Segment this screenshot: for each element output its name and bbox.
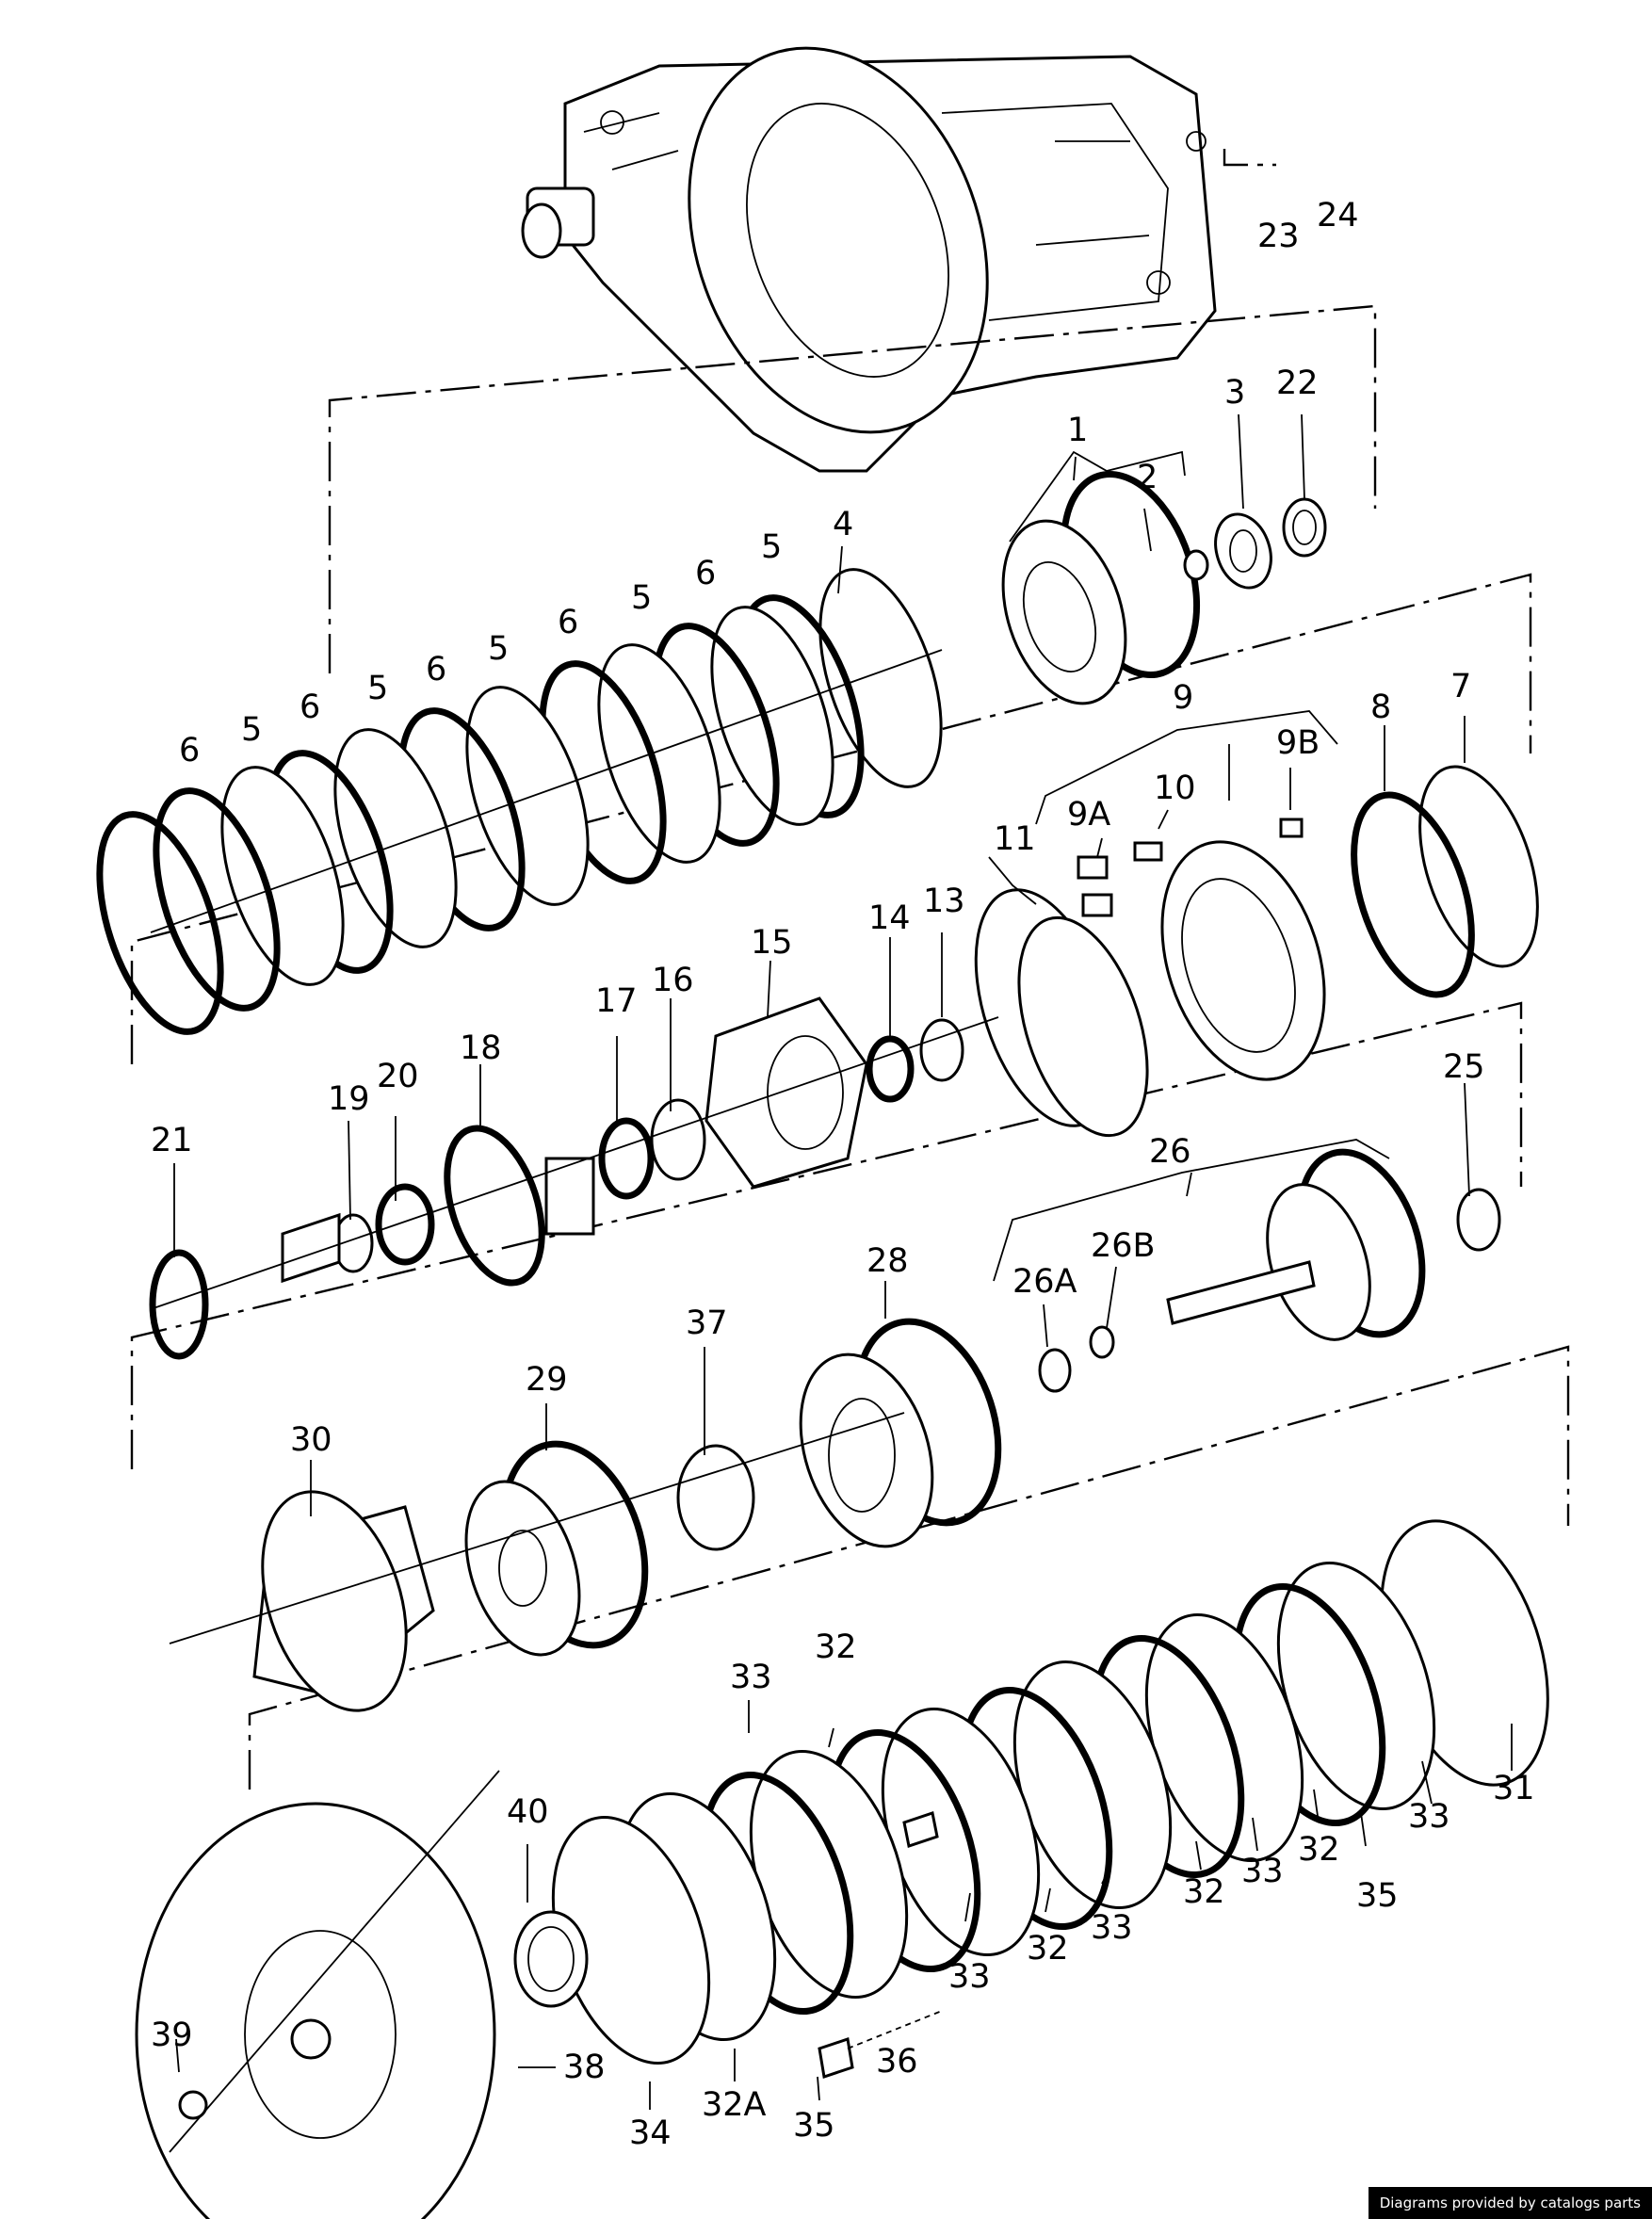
- label-16: 16: [652, 962, 694, 999]
- label-5a: 5: [761, 528, 782, 566]
- label-33c: 33: [1091, 1909, 1133, 1947]
- label-9: 9: [1173, 679, 1193, 717]
- label-6d: 6: [300, 688, 320, 726]
- label-23: 23: [1257, 218, 1300, 255]
- label-5e: 5: [241, 711, 262, 749]
- label-28: 28: [866, 1242, 909, 1280]
- label-32d: 32: [815, 1628, 857, 1666]
- leader-lines: [173, 413, 1513, 2110]
- brake-band-and-freewheel: [149, 765, 1539, 1360]
- label-8: 8: [1370, 688, 1391, 726]
- clutch-drum-1: [1001, 470, 1327, 705]
- label-40: 40: [507, 1793, 549, 1831]
- label-13: 13: [923, 883, 965, 920]
- lower-clutch-pack: [135, 1519, 1549, 2219]
- label-3: 3: [1224, 374, 1245, 412]
- label-26a: 26A: [1012, 1263, 1077, 1301]
- label-18: 18: [460, 1029, 502, 1067]
- label-5c: 5: [488, 630, 509, 668]
- label-10: 10: [1154, 769, 1196, 807]
- label-39: 39: [151, 2017, 193, 2054]
- label-32a: 32: [1298, 1831, 1340, 1869]
- label-6a: 6: [695, 555, 716, 592]
- label-6b: 6: [558, 604, 578, 641]
- label-9a: 9A: [1067, 796, 1110, 834]
- label-26: 26: [1149, 1133, 1191, 1171]
- label-11: 11: [994, 820, 1036, 858]
- label-25: 25: [1443, 1048, 1485, 1086]
- label-33e: 33: [730, 1659, 772, 1696]
- label-2: 2: [1137, 459, 1158, 496]
- label-35a: 35: [1356, 1877, 1399, 1915]
- label-32b: 32: [1183, 1873, 1225, 1911]
- label-5d: 5: [367, 670, 388, 707]
- planetary-and-drums: [169, 1148, 1501, 1712]
- label-17: 17: [595, 982, 638, 1020]
- label-4: 4: [833, 506, 853, 543]
- label-14: 14: [868, 899, 911, 937]
- label-15: 15: [751, 924, 793, 962]
- label-31: 31: [1493, 1770, 1535, 1807]
- credit-badge: Diagrams provided by catalogs parts: [1368, 2187, 1652, 2219]
- callout-labels: 23 24 22 3 1 2 4 5 6 5 6 5 6 5 6 5 6 9 8…: [151, 197, 1535, 2152]
- clutch-plate-stack-upper: [96, 568, 943, 1035]
- label-7: 7: [1450, 668, 1471, 705]
- label-36: 36: [876, 2043, 918, 2081]
- label-22: 22: [1276, 364, 1319, 402]
- label-1: 1: [1067, 412, 1088, 449]
- label-38: 38: [563, 2049, 606, 2086]
- label-9b: 9B: [1276, 724, 1320, 762]
- label-29: 29: [526, 1361, 568, 1399]
- label-34: 34: [629, 2114, 672, 2152]
- label-21: 21: [151, 1122, 193, 1159]
- label-20: 20: [377, 1058, 419, 1095]
- label-19: 19: [328, 1080, 370, 1118]
- label-32a-part: 32A: [702, 2086, 767, 2124]
- label-37: 37: [686, 1304, 728, 1342]
- label-35b: 35: [793, 2107, 835, 2145]
- label-33b: 33: [1241, 1853, 1284, 1890]
- label-24: 24: [1317, 197, 1359, 235]
- label-26b: 26B: [1091, 1227, 1156, 1265]
- label-30: 30: [290, 1421, 332, 1459]
- label-6e: 6: [179, 732, 200, 769]
- label-33d: 33: [948, 1958, 991, 1996]
- label-32c: 32: [1027, 1930, 1069, 1968]
- label-33a: 33: [1408, 1798, 1450, 1836]
- label-5b: 5: [631, 579, 652, 617]
- transmission-housing: [521, 46, 1217, 473]
- label-6c: 6: [426, 651, 446, 688]
